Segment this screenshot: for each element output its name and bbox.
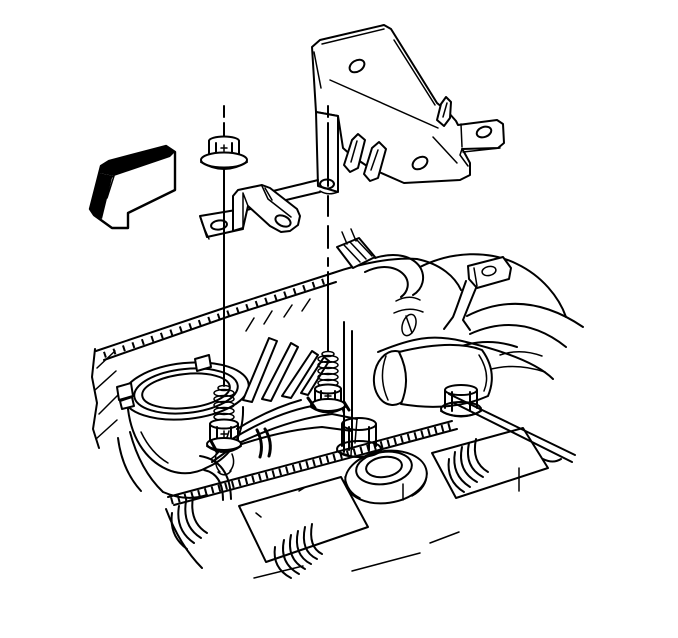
gasket-edges (167, 420, 458, 506)
engine-tab-bracket (467, 256, 512, 289)
spark-plug-tower (273, 523, 323, 579)
manifold-left-edge (91, 348, 100, 449)
clamp-tabs (116, 354, 212, 410)
throttle-bore-lip (133, 367, 239, 415)
engine-tab-hole (481, 265, 497, 277)
cover-pad-marks (255, 487, 305, 518)
fade-strokes (253, 531, 460, 579)
canister-shading (381, 354, 488, 401)
hose-main-top (419, 253, 567, 318)
casting-hole (401, 313, 417, 337)
direction-arrow-icon (88, 144, 177, 230)
arrow-top-face (99, 146, 175, 176)
manifold-detail-ticks (245, 298, 311, 332)
spark-plug-tower (170, 496, 208, 550)
oil-filler-boss (344, 449, 428, 505)
cover-left-end (165, 508, 203, 569)
connector-ribs (341, 228, 373, 263)
runner-rib (261, 342, 299, 402)
lower-bracket-strap (232, 184, 301, 233)
manifold-ridge-lower (103, 281, 337, 361)
cover-pad-left (238, 476, 369, 563)
right-stud (306, 350, 351, 414)
lower-bracket-tongue-hole (274, 214, 292, 228)
lower-bracket (199, 184, 301, 240)
ridge-hatch-band (103, 276, 332, 358)
canister-body (398, 343, 493, 408)
lower-bracket-foot-hole (210, 219, 228, 231)
spark-plug-tower (447, 438, 489, 493)
engine-assembly (91, 228, 584, 579)
bracket-plate (311, 24, 505, 184)
cover-pad-right (431, 427, 549, 499)
bracket-prong (343, 133, 366, 173)
left-stud (206, 384, 242, 476)
manifold-ridge-upper (95, 272, 334, 352)
bracket-tab-hole (475, 125, 493, 139)
cover-bolt-right (440, 384, 482, 418)
runner-rib (242, 337, 278, 403)
left-ribs (94, 350, 120, 440)
upper-bracket (235, 24, 505, 215)
runner-rib (281, 350, 319, 399)
flange-nut (200, 135, 248, 170)
runner-steps (211, 399, 358, 463)
hose-lower-edge (377, 336, 554, 380)
arrow-crease (106, 175, 115, 199)
casting-hole-line (405, 315, 413, 334)
bracket-hole (348, 58, 366, 74)
bracket-prong (363, 141, 387, 182)
hose-clamp-rings (393, 296, 424, 314)
runner-shading (255, 427, 272, 459)
engine-tab-stem (443, 280, 477, 331)
hose-shading (487, 351, 546, 373)
manifold-corner (199, 455, 232, 501)
body-lower-left (117, 431, 208, 499)
bracket-hole (411, 155, 429, 171)
engine-tab-fold (473, 267, 478, 287)
arrow-head-edge (90, 166, 114, 219)
